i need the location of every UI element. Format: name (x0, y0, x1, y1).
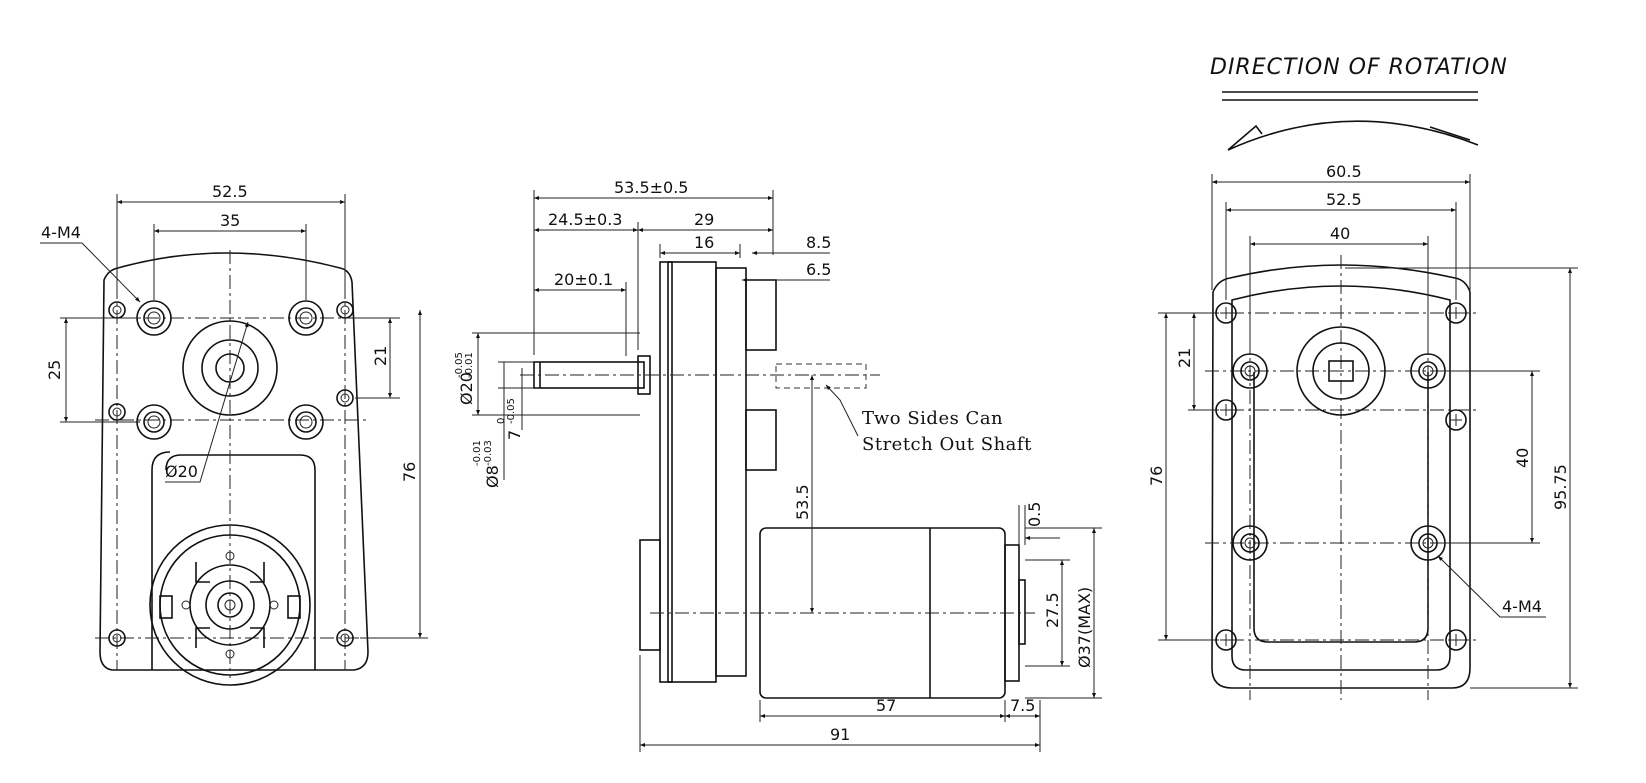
side-dim-7-5: 7.5 (1010, 696, 1035, 715)
front-mount-hole-bl (136, 404, 172, 440)
side-dim-20: 20±0.1 (554, 270, 613, 289)
side-dim-d8-tol-bot: -0.03 (483, 440, 494, 466)
front-side-screw-left (108, 403, 126, 421)
side-note-leader (825, 384, 859, 437)
front-motor-endcap (149, 524, 311, 686)
rear-dim-40-vertical: 40 (1513, 448, 1532, 468)
rear-screw-bl (1215, 629, 1237, 651)
side-note-line1: Two Sides Can (862, 408, 1003, 429)
side-dim-d20-tol-bot: -0.01 (464, 352, 475, 378)
side-dim-6-5: 6.5 (806, 260, 831, 279)
rotation-indicator: DIRECTION OF ROTATION (1210, 55, 1508, 151)
rotation-arrow-right (1429, 126, 1471, 141)
side-rear-shaft-hidden (775, 363, 867, 389)
rotation-arrow-left (1227, 124, 1263, 151)
side-dim-d20-tol-top: -0.05 (454, 352, 465, 378)
rear-output-boss (1296, 326, 1386, 416)
rear-dim-21: 21 (1175, 348, 1194, 368)
front-dim-35: 35 (220, 211, 240, 230)
rear-housing-inner (1231, 285, 1451, 671)
front-housing-outline (99, 252, 369, 671)
rotation-title: DIRECTION OF ROTATION (1210, 55, 1508, 80)
front-mount-hole-tr (288, 300, 324, 336)
side-dim-7-tol-bot: -0.05 (506, 398, 517, 424)
side-dim-center-53-5: 53.5 (793, 484, 812, 520)
side-dim-7-tol-top: 0 (496, 418, 507, 424)
rear-label-4-m4: 4-M4 (1502, 597, 1542, 616)
side-dim-0-5: 0.5 (1025, 502, 1044, 527)
side-dim-91: 91 (830, 725, 850, 744)
front-leader-4-m4 (40, 242, 141, 303)
rear-leader-4-m4 (1437, 555, 1546, 618)
rear-screw-mr (1445, 409, 1467, 431)
side-bracket (639, 539, 661, 651)
front-side-screw-right (336, 389, 354, 407)
rear-dim-40: 40 (1330, 224, 1350, 243)
front-leader-d20 (165, 321, 249, 483)
side-view: 53.5±0.5 24.5±0.3 29 16 8.5 6.5 20±0.1 Ø… (454, 178, 1102, 752)
front-dim-21: 21 (371, 346, 390, 366)
front-corner-screw-bl (108, 629, 126, 647)
side-dim-24-5: 24.5±0.3 (548, 210, 622, 229)
side-dim-29: 29 (694, 210, 714, 229)
side-dim-d20: Ø20 (457, 372, 476, 405)
side-dim-7: 7 (505, 430, 524, 440)
front-dim-25: 25 (45, 360, 64, 380)
rear-mount-hole-bl (1232, 525, 1268, 561)
rotation-arc (1227, 120, 1479, 151)
side-gearbox-plate-2 (715, 267, 747, 677)
rear-screw-tr (1445, 302, 1467, 324)
front-dim-52-5: 52.5 (212, 182, 248, 201)
front-dim-76: 76 (400, 462, 419, 482)
front-mount-hole-br (288, 404, 324, 440)
front-label-d20: Ø20 (165, 462, 198, 481)
side-dim-27-5: 27.5 (1043, 592, 1062, 628)
front-view: 52.5 35 25 21 76 4-M4 Ø20 (40, 182, 428, 686)
rear-screw-tl (1215, 302, 1237, 324)
rear-dim-60-5: 60.5 (1326, 162, 1362, 181)
rear-screw-ml (1215, 399, 1237, 421)
side-dim-d8-tol-top: -0.01 (472, 440, 483, 466)
rear-dim-52-5: 52.5 (1326, 190, 1362, 209)
side-dim-d8: Ø8 (483, 465, 502, 488)
rear-view: 60.5 52.5 40 76 21 40 95.75 4-M4 (1147, 162, 1578, 700)
side-rear-boss-bottom (745, 409, 777, 471)
front-label-4-m4: 4-M4 (41, 223, 81, 242)
side-dim-d37: Ø37(MAX) (1075, 587, 1094, 668)
rear-housing-outline (1211, 264, 1471, 689)
side-dim-16: 16 (694, 233, 714, 252)
rear-screw-br (1445, 629, 1467, 651)
rear-dim-95-75: 95.75 (1551, 464, 1570, 510)
side-dim-57: 57 (876, 696, 896, 715)
rear-dim-76: 76 (1147, 466, 1166, 486)
side-dim-53-5: 53.5±0.5 (614, 178, 688, 197)
side-rear-boss-top (745, 279, 777, 351)
front-corner-screw-br (336, 629, 354, 647)
side-note-line2: Stretch Out Shaft (862, 434, 1032, 455)
front-motor-plate-left (151, 451, 171, 670)
rear-mount-hole-br (1410, 525, 1446, 561)
front-motor-plate (165, 454, 316, 670)
side-dim-8-5: 8.5 (806, 233, 831, 252)
